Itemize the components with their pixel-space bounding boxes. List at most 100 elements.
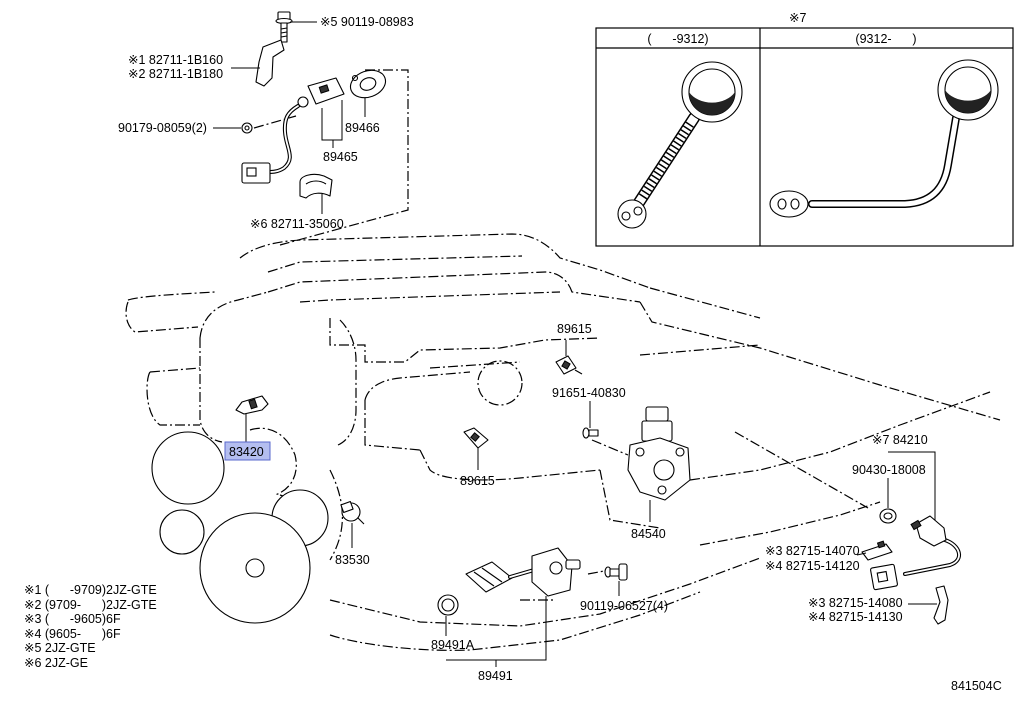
inset-panel: ※7 ( -9312) (9312- ) [595, 11, 1014, 247]
lower-sensor-part[interactable] [463, 427, 489, 449]
knock-sensor-connector-slot [876, 570, 889, 583]
early-sensor-edge-shade [689, 92, 735, 115]
bottom-bolt-part[interactable] [604, 563, 628, 581]
inset-frame [595, 27, 1014, 247]
runner-line [299, 291, 561, 303]
intake-elbow-side [364, 400, 421, 451]
nut-ring [241, 122, 253, 134]
label-switch[interactable]: 83530 [335, 553, 370, 567]
bolt-guide [587, 570, 605, 575]
label-sensor-lower[interactable]: 89615 [460, 474, 495, 488]
washer-inner [883, 512, 893, 520]
inset-sensor-early[interactable] [617, 61, 743, 229]
label-wire-a2[interactable]: ※4 82715-14120 [765, 559, 860, 573]
gasket-outline [349, 69, 387, 99]
label-sensor-upper[interactable]: 89615 [557, 322, 592, 336]
mid-bolt-part[interactable] [582, 427, 599, 439]
washer-outer [879, 508, 897, 524]
label-bolt-bottom[interactable]: 90119-06527(4) [580, 599, 668, 613]
knock-sensor-body [915, 515, 947, 547]
small-pulley [159, 509, 205, 555]
leader-lines [213, 21, 937, 667]
late-sensor-connector [769, 190, 809, 218]
throttle-body [477, 360, 523, 406]
footnote: ※5 2JZ-GTE [24, 641, 96, 655]
knock-sensor-stud [910, 519, 922, 531]
cam-sensor-tip [318, 84, 330, 94]
knock-sensor-guide [734, 431, 869, 509]
cam-cover-right [639, 344, 761, 356]
intake-pipe-end [125, 301, 199, 333]
upper-sensor-part[interactable] [555, 355, 583, 375]
label-bracket-b[interactable]: ※2 82711-1B180 [128, 67, 223, 81]
valve-mount-hole-2 [675, 447, 685, 457]
label-sensor-front[interactable]: 83420 [229, 445, 264, 459]
label-crank-sensor[interactable]: 89491 [478, 669, 513, 683]
label-wire-b1[interactable]: ※3 82715-14080 [808, 596, 903, 610]
gasket-part[interactable] [347, 66, 390, 103]
block-right-lower [699, 501, 881, 546]
throttle-line [429, 361, 521, 369]
cam-cover-step [329, 318, 601, 363]
upper-idler-pulley [151, 431, 225, 505]
footnote: ※2 (9709- )2JZ-GTE [24, 598, 157, 612]
mid-bolt-shaft [588, 429, 599, 437]
crank-sensor-mount-hole [549, 561, 563, 575]
bracket-part[interactable] [255, 39, 285, 87]
upper-sensor-tip [574, 369, 583, 375]
plenum-mid [267, 255, 523, 273]
label-washer[interactable]: 90430-18008 [852, 463, 926, 477]
nut-part[interactable] [241, 122, 253, 134]
label-wire-a1[interactable]: ※3 82715-14070 [765, 544, 860, 558]
crank-sensor-part[interactable] [465, 547, 581, 597]
leader-knock-sensor [888, 451, 936, 520]
label-wire-b2[interactable]: ※4 82715-14130 [808, 610, 903, 624]
label-bolt-mid[interactable]: 91651-40830 [552, 386, 626, 400]
wire-connector-part[interactable] [861, 540, 893, 561]
washer-part[interactable] [879, 508, 897, 524]
crankshaft-pulley-hub [245, 558, 265, 578]
label-cam-sensor[interactable]: 89465 [323, 150, 358, 164]
callout-labels: ※5 90119-08983 ※1 82711-1B160 ※2 82711-1… [118, 15, 928, 683]
wire-bracket-part[interactable] [933, 585, 949, 625]
plenum-lower [267, 271, 641, 303]
top-bolt-part[interactable] [275, 11, 293, 43]
switch-hex [340, 500, 354, 514]
label-bracket-a[interactable]: ※1 82711-1B160 [128, 53, 223, 67]
o-ring-part[interactable] [437, 594, 459, 616]
label-o-ring[interactable]: 89491A [431, 638, 475, 652]
front-sensor-part[interactable] [235, 395, 269, 415]
head-bottom [419, 449, 601, 481]
footnotes: ※1 ( -9709)2JZ-GTE ※2 (9709- )2JZ-GTE ※3… [24, 583, 157, 670]
wire-connector-lock [876, 540, 886, 549]
oil-pan-top [329, 557, 761, 627]
plenum-top [239, 233, 651, 289]
o-ring-outer [437, 594, 459, 616]
front-cover-top [199, 291, 269, 339]
label-valve-assembly[interactable]: 84540 [631, 527, 666, 541]
clamp-inner [305, 180, 327, 185]
head-right-edge [639, 301, 1001, 421]
footnote: ※3 ( -9605)6F [24, 612, 121, 626]
switch-part[interactable] [340, 500, 365, 525]
clamp-part[interactable] [299, 173, 333, 199]
label-knock-sensor[interactable]: ※7 84210 [872, 433, 928, 447]
inset-sensor-late[interactable] [769, 59, 999, 218]
label-clamp[interactable]: ※6 82711-35060 [250, 217, 344, 231]
label-nut[interactable]: 90179-08059(2) [118, 121, 207, 135]
intake-elbow-top [364, 371, 471, 401]
early-sensor-hose-ribs [638, 121, 694, 201]
valve-assembly-part[interactable] [627, 406, 691, 501]
knock-sensor-part[interactable] [870, 515, 961, 591]
early-sensor-pin-1 [621, 211, 631, 221]
front-cover-right [337, 319, 357, 446]
inset-right-header: (9312- ) [855, 32, 916, 46]
valve-connector [645, 406, 669, 422]
cam-sensor-part[interactable] [241, 77, 345, 184]
label-top-bolt[interactable]: ※5 90119-08983 [320, 15, 414, 29]
label-gasket[interactable]: 89466 [345, 121, 380, 135]
knock-sensor-connector [870, 563, 898, 591]
crank-sensor-connector-ribs [473, 567, 503, 587]
upper-sensor-hex [561, 360, 571, 370]
